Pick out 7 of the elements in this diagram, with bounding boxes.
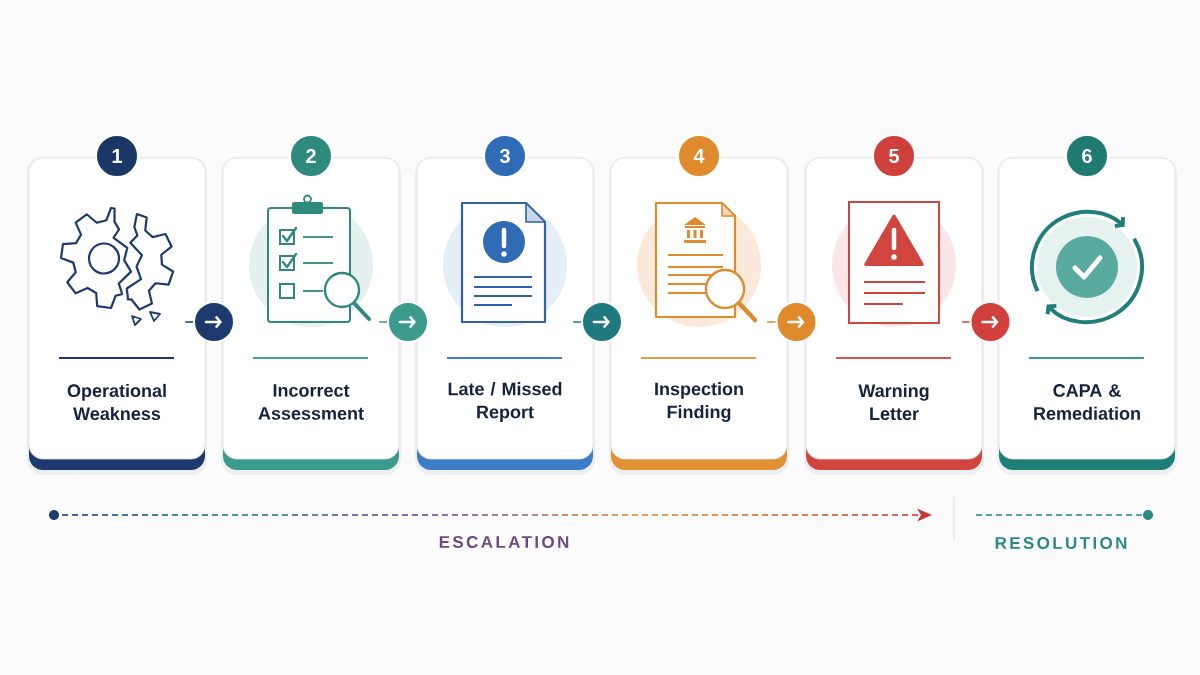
arrow (184, 301, 235, 343)
arrow (572, 301, 623, 343)
arrow (766, 301, 818, 343)
phase-label: RESOLUTION (995, 537, 1127, 549)
arrow (961, 301, 1012, 343)
phase-label: ESCALATION (439, 536, 569, 548)
arrow (378, 301, 429, 343)
